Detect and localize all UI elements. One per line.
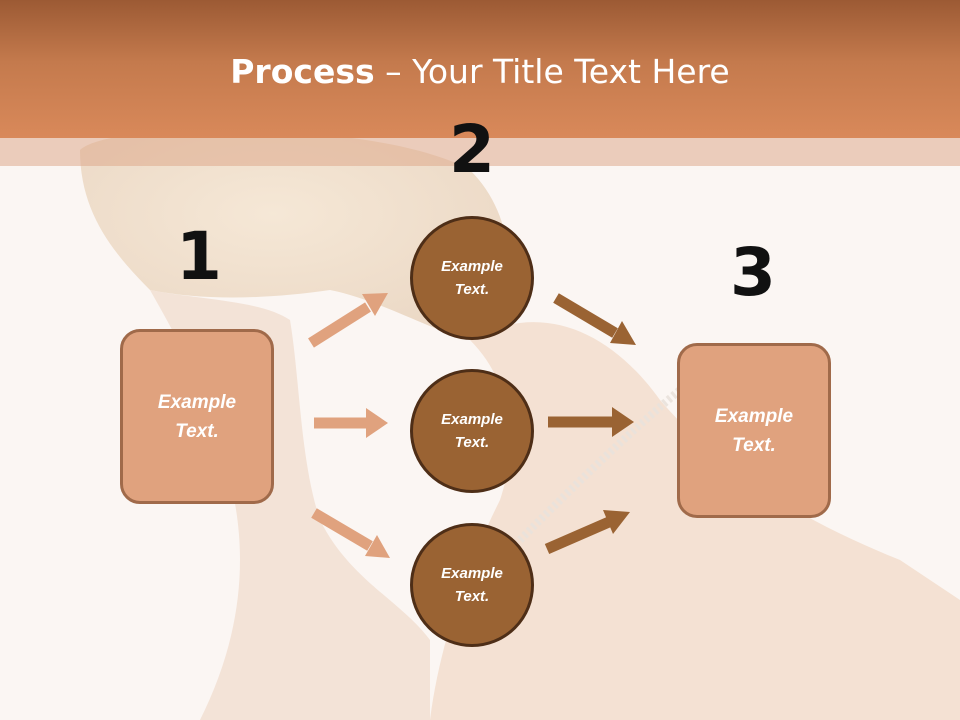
title-bold: Process bbox=[230, 52, 375, 91]
step-2-circle-top: Example Text. bbox=[410, 216, 534, 340]
circle-bottom-text: Example Text. bbox=[441, 565, 503, 605]
title-band bbox=[0, 0, 960, 138]
arrow-top-to-3 bbox=[553, 293, 636, 345]
step-2-circle-bottom: Example Text. bbox=[410, 523, 534, 647]
arrow-middle-to-3 bbox=[548, 407, 634, 437]
step-1-text: Example Text. bbox=[157, 391, 237, 442]
arrow-1-to-top bbox=[308, 293, 388, 348]
title-rest: – Your Title Text Here bbox=[374, 52, 730, 91]
step-2-circle-middle: Example Text. bbox=[410, 369, 534, 493]
circle-top-text: Example Text. bbox=[441, 258, 503, 298]
arrow-1-to-bottom bbox=[311, 508, 390, 558]
step-1-box: Example Text. bbox=[120, 329, 274, 504]
step-3-text: Example Text. bbox=[714, 405, 794, 456]
step-3-box: Example Text. bbox=[677, 343, 831, 518]
step-number-1: 1 bbox=[176, 218, 222, 295]
step-number-3: 3 bbox=[730, 234, 776, 311]
arrow-bottom-to-3 bbox=[544, 510, 630, 555]
circle-middle-text: Example Text. bbox=[441, 411, 503, 451]
step-number-2: 2 bbox=[449, 111, 495, 188]
arrow-1-to-middle bbox=[314, 408, 388, 438]
title-strip bbox=[0, 138, 960, 166]
page-title: Process – Your Title Text Here bbox=[0, 52, 960, 91]
